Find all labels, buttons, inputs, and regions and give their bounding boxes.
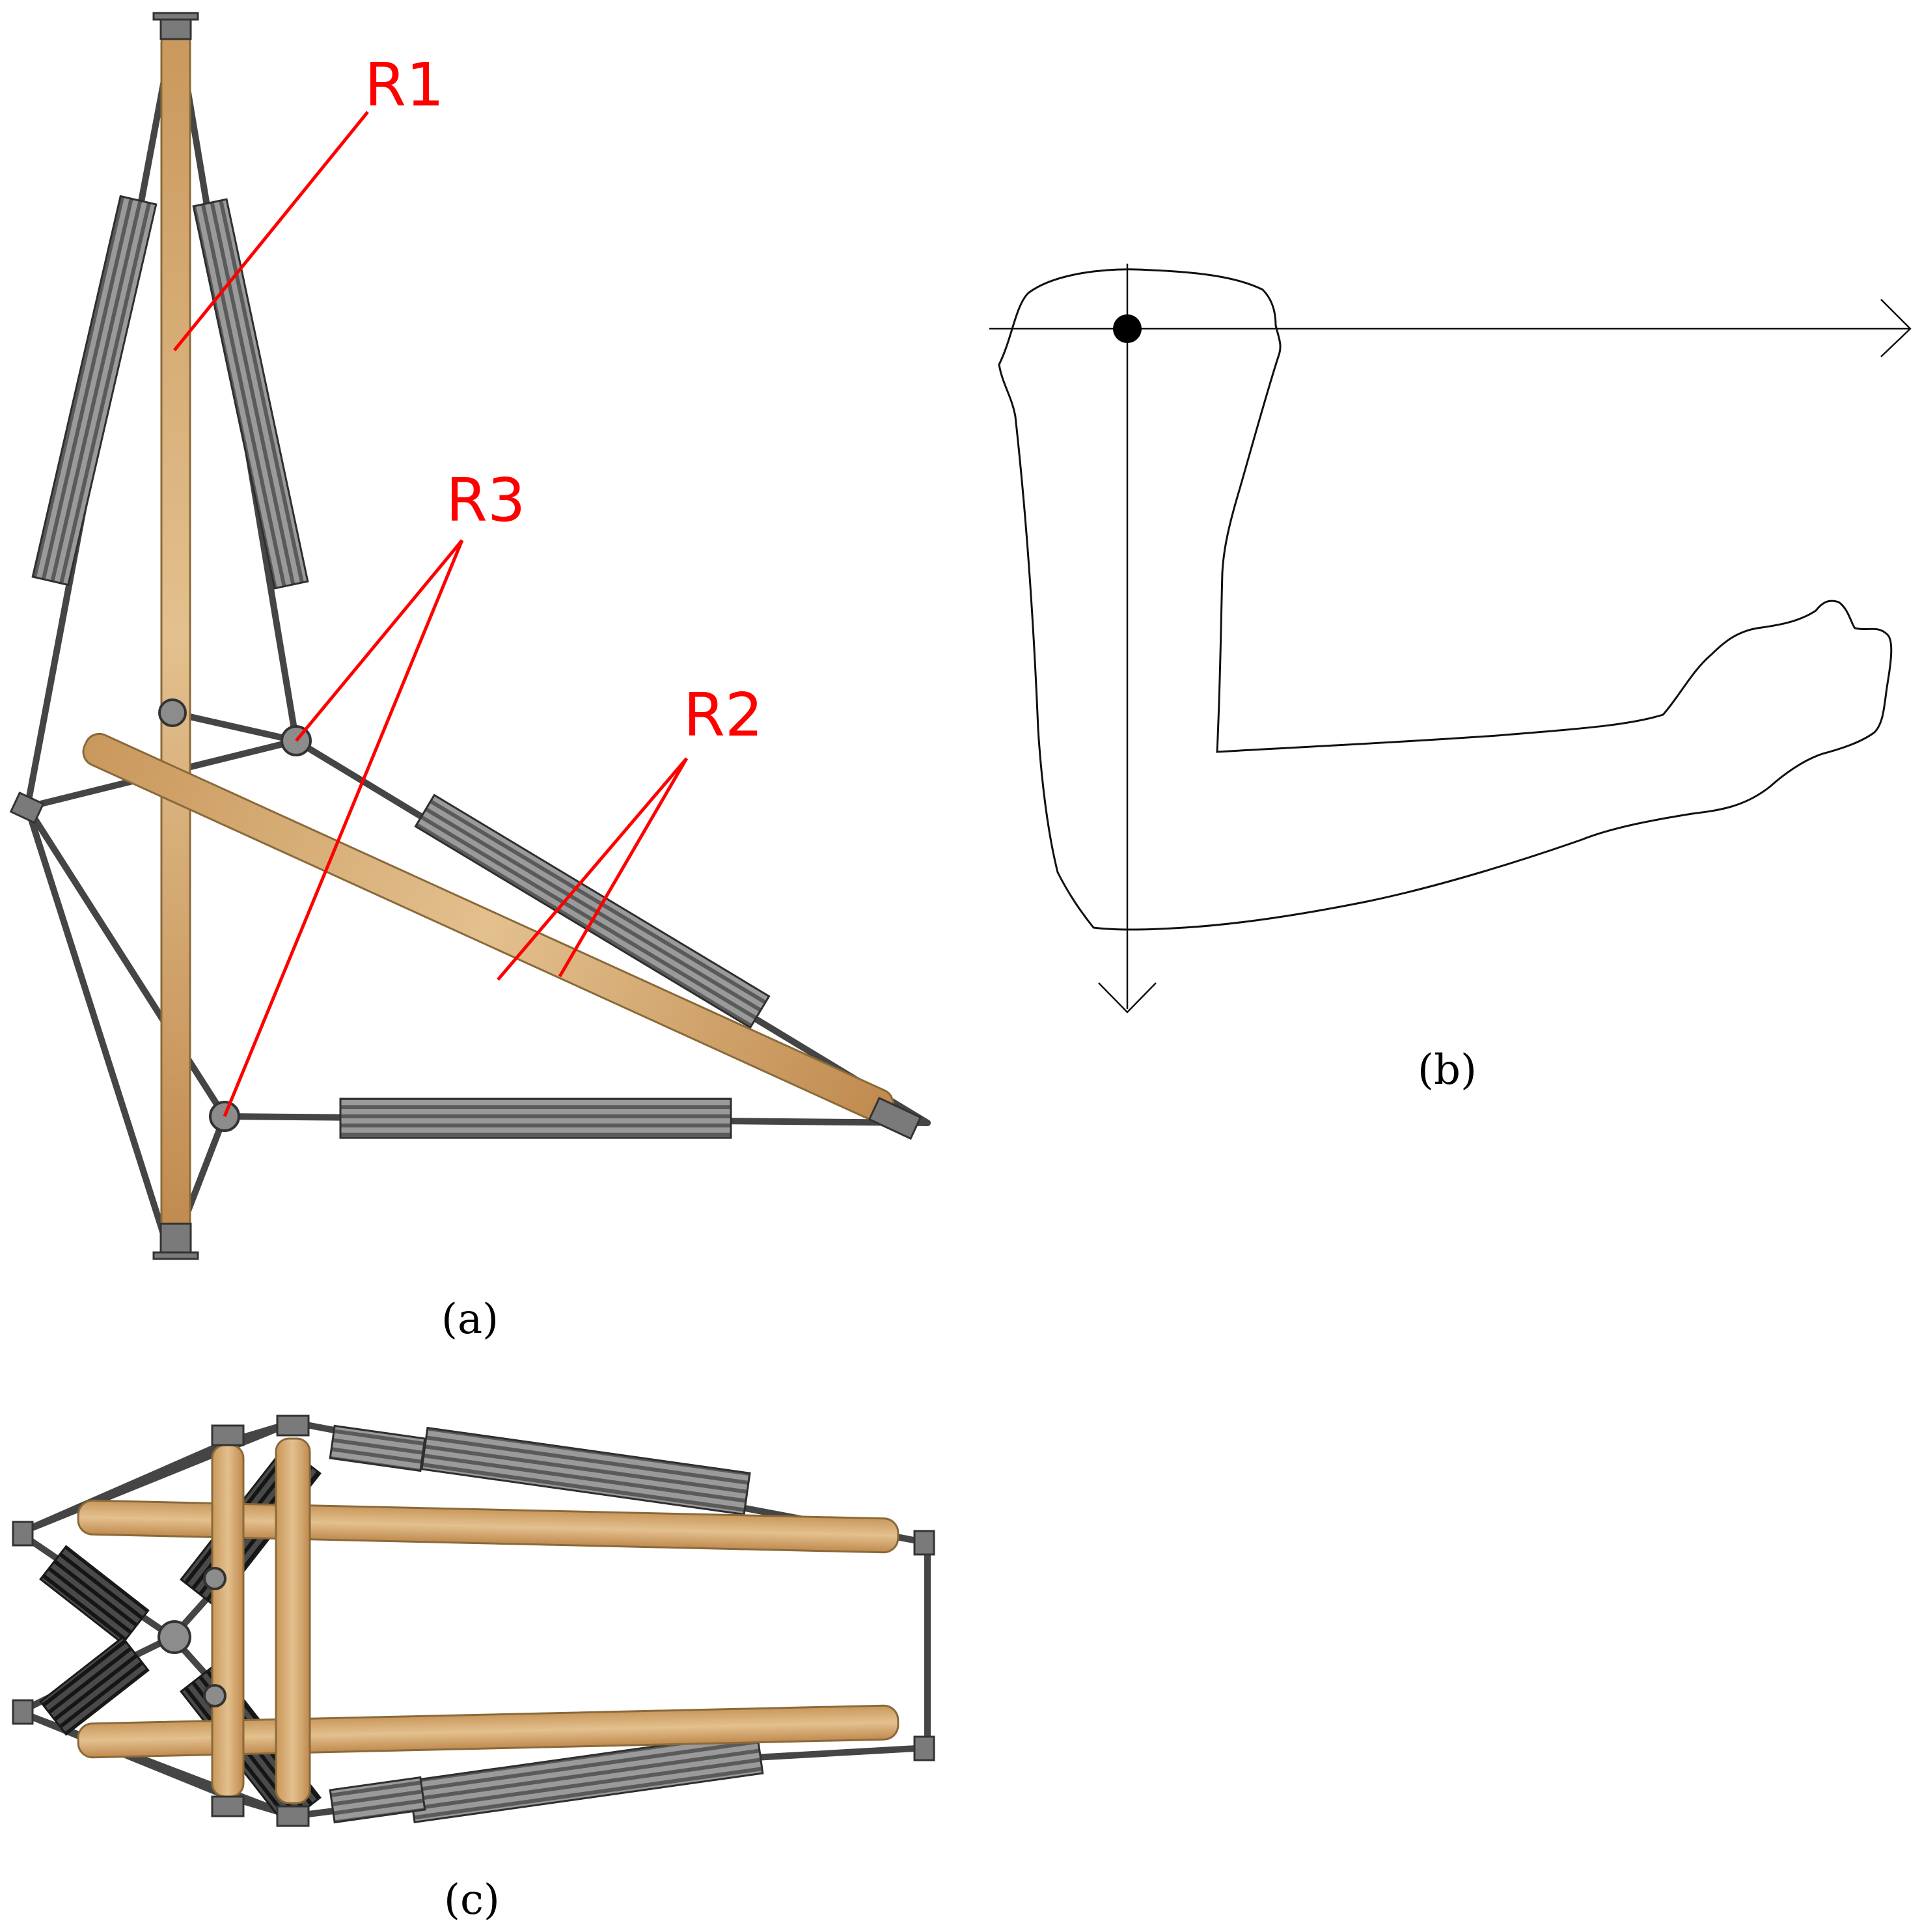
shoulder-origin-point bbox=[1113, 314, 1142, 343]
spring-a-top-right bbox=[192, 198, 309, 590]
label-r3: R3 bbox=[446, 465, 525, 535]
panel-c-rods bbox=[77, 1437, 899, 1804]
panel-a-springs bbox=[31, 195, 771, 1139]
caption-c: (c) bbox=[444, 1876, 500, 1924]
panel-a-rods bbox=[9, 12, 922, 1260]
rod-r2 bbox=[82, 732, 894, 1123]
annotation-line-r2-a bbox=[497, 757, 688, 981]
node-c-center bbox=[158, 1620, 191, 1654]
annotation-line-r3-b bbox=[223, 540, 464, 1117]
panel-c-endcaps bbox=[12, 1414, 935, 1827]
caption-a: (a) bbox=[441, 1295, 499, 1344]
annotation-line-r1 bbox=[173, 111, 369, 352]
arm-sketch-outline bbox=[998, 268, 1893, 931]
panel-a: R1 R3 R2 (a) bbox=[9, 12, 931, 1344]
rod-r1 bbox=[160, 28, 191, 1241]
spring-c-bottom-short bbox=[329, 1776, 426, 1824]
panel-c-cables bbox=[16, 1419, 931, 1819]
panel-a-annotations bbox=[173, 111, 689, 1117]
spring-c-inner-bottom-left bbox=[39, 1636, 150, 1736]
spring-a-diagonal bbox=[414, 794, 771, 1029]
caption-b: (b) bbox=[1418, 1046, 1477, 1094]
rod-c-vertical-left bbox=[211, 1444, 245, 1798]
annotation-line-r2-b bbox=[558, 757, 689, 978]
rod-c-vertical-right bbox=[275, 1437, 311, 1804]
spring-c-top-short bbox=[329, 1424, 426, 1472]
node-a-r1-mid bbox=[158, 698, 187, 727]
spring-c-top-long bbox=[420, 1426, 751, 1516]
label-r1: R1 bbox=[364, 50, 444, 120]
rod-c-horizontal-top bbox=[77, 1499, 899, 1554]
spring-c-inner-top-left bbox=[39, 1545, 150, 1645]
annotation-line-r3-a bbox=[295, 539, 463, 742]
label-r2: R2 bbox=[683, 680, 763, 750]
y-axis-arrowhead bbox=[1098, 982, 1157, 1014]
spring-a-bottom bbox=[339, 1097, 732, 1139]
spring-a-top-left bbox=[31, 195, 158, 586]
panel-c: (c) bbox=[12, 1414, 935, 1924]
x-axis-arrowhead bbox=[1880, 299, 1912, 357]
panel-b: (b) bbox=[989, 264, 1912, 1094]
